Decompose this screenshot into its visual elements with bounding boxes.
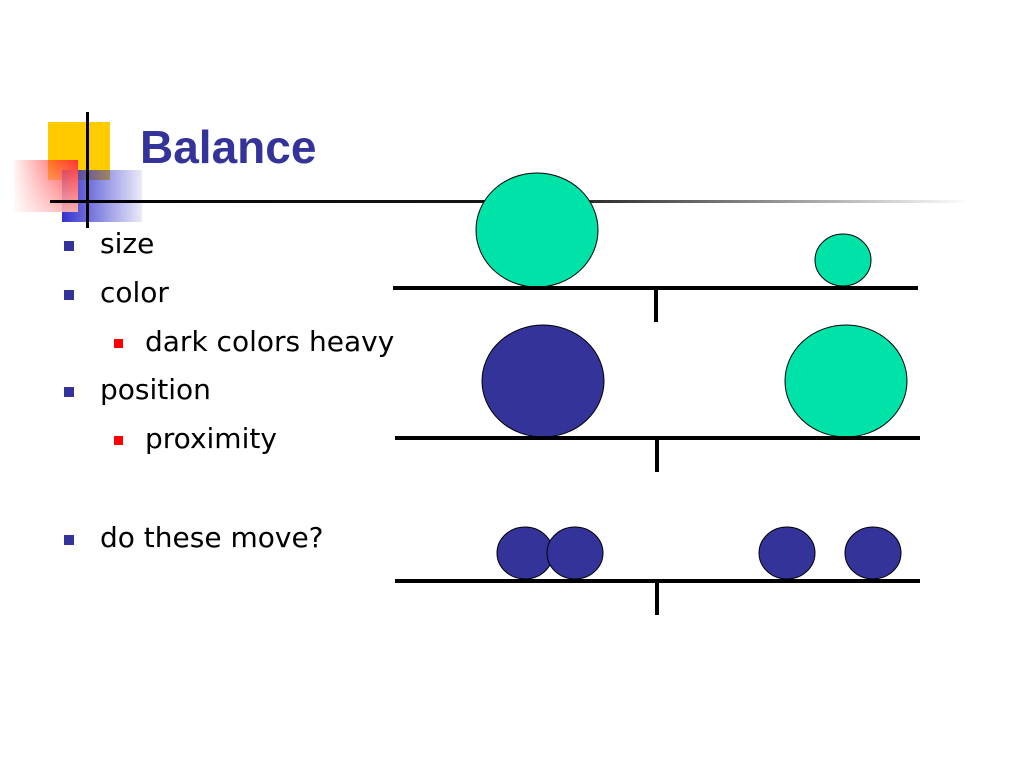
bullet-square-icon [64,535,74,545]
navy-circle [758,526,816,580]
color-balance-scale [395,324,920,472]
logo-vertical-line [86,112,89,228]
large-teal-circle [784,324,908,438]
bullet-square-icon [64,241,74,251]
bullet-list: size color dark colors heavy position pr… [0,0,460,600]
bullet-text: size [100,227,155,260]
navy-circle [546,526,604,580]
bullet-text: proximity [145,422,277,455]
bullet-text: dark colors heavy [145,325,395,358]
navy-circle [496,526,554,580]
balance-diagram [393,172,920,615]
small-teal-circle [814,233,872,287]
large-navy-circle [481,324,605,438]
bullet-text: color [100,276,169,309]
position-balance-scale [395,526,920,615]
bullet-square-icon [114,436,123,445]
bullet-text: position [100,373,211,406]
navy-circle [844,526,902,580]
bullet-square-icon [64,290,74,300]
slide-title: Balance [140,121,317,173]
size-balance-scale [393,172,918,322]
large-teal-circle [475,172,599,288]
bullet-text: do these move? [100,521,324,554]
bullet-square-icon [114,339,123,348]
bullet-square-icon [64,387,74,397]
logo-red-square [14,160,78,212]
